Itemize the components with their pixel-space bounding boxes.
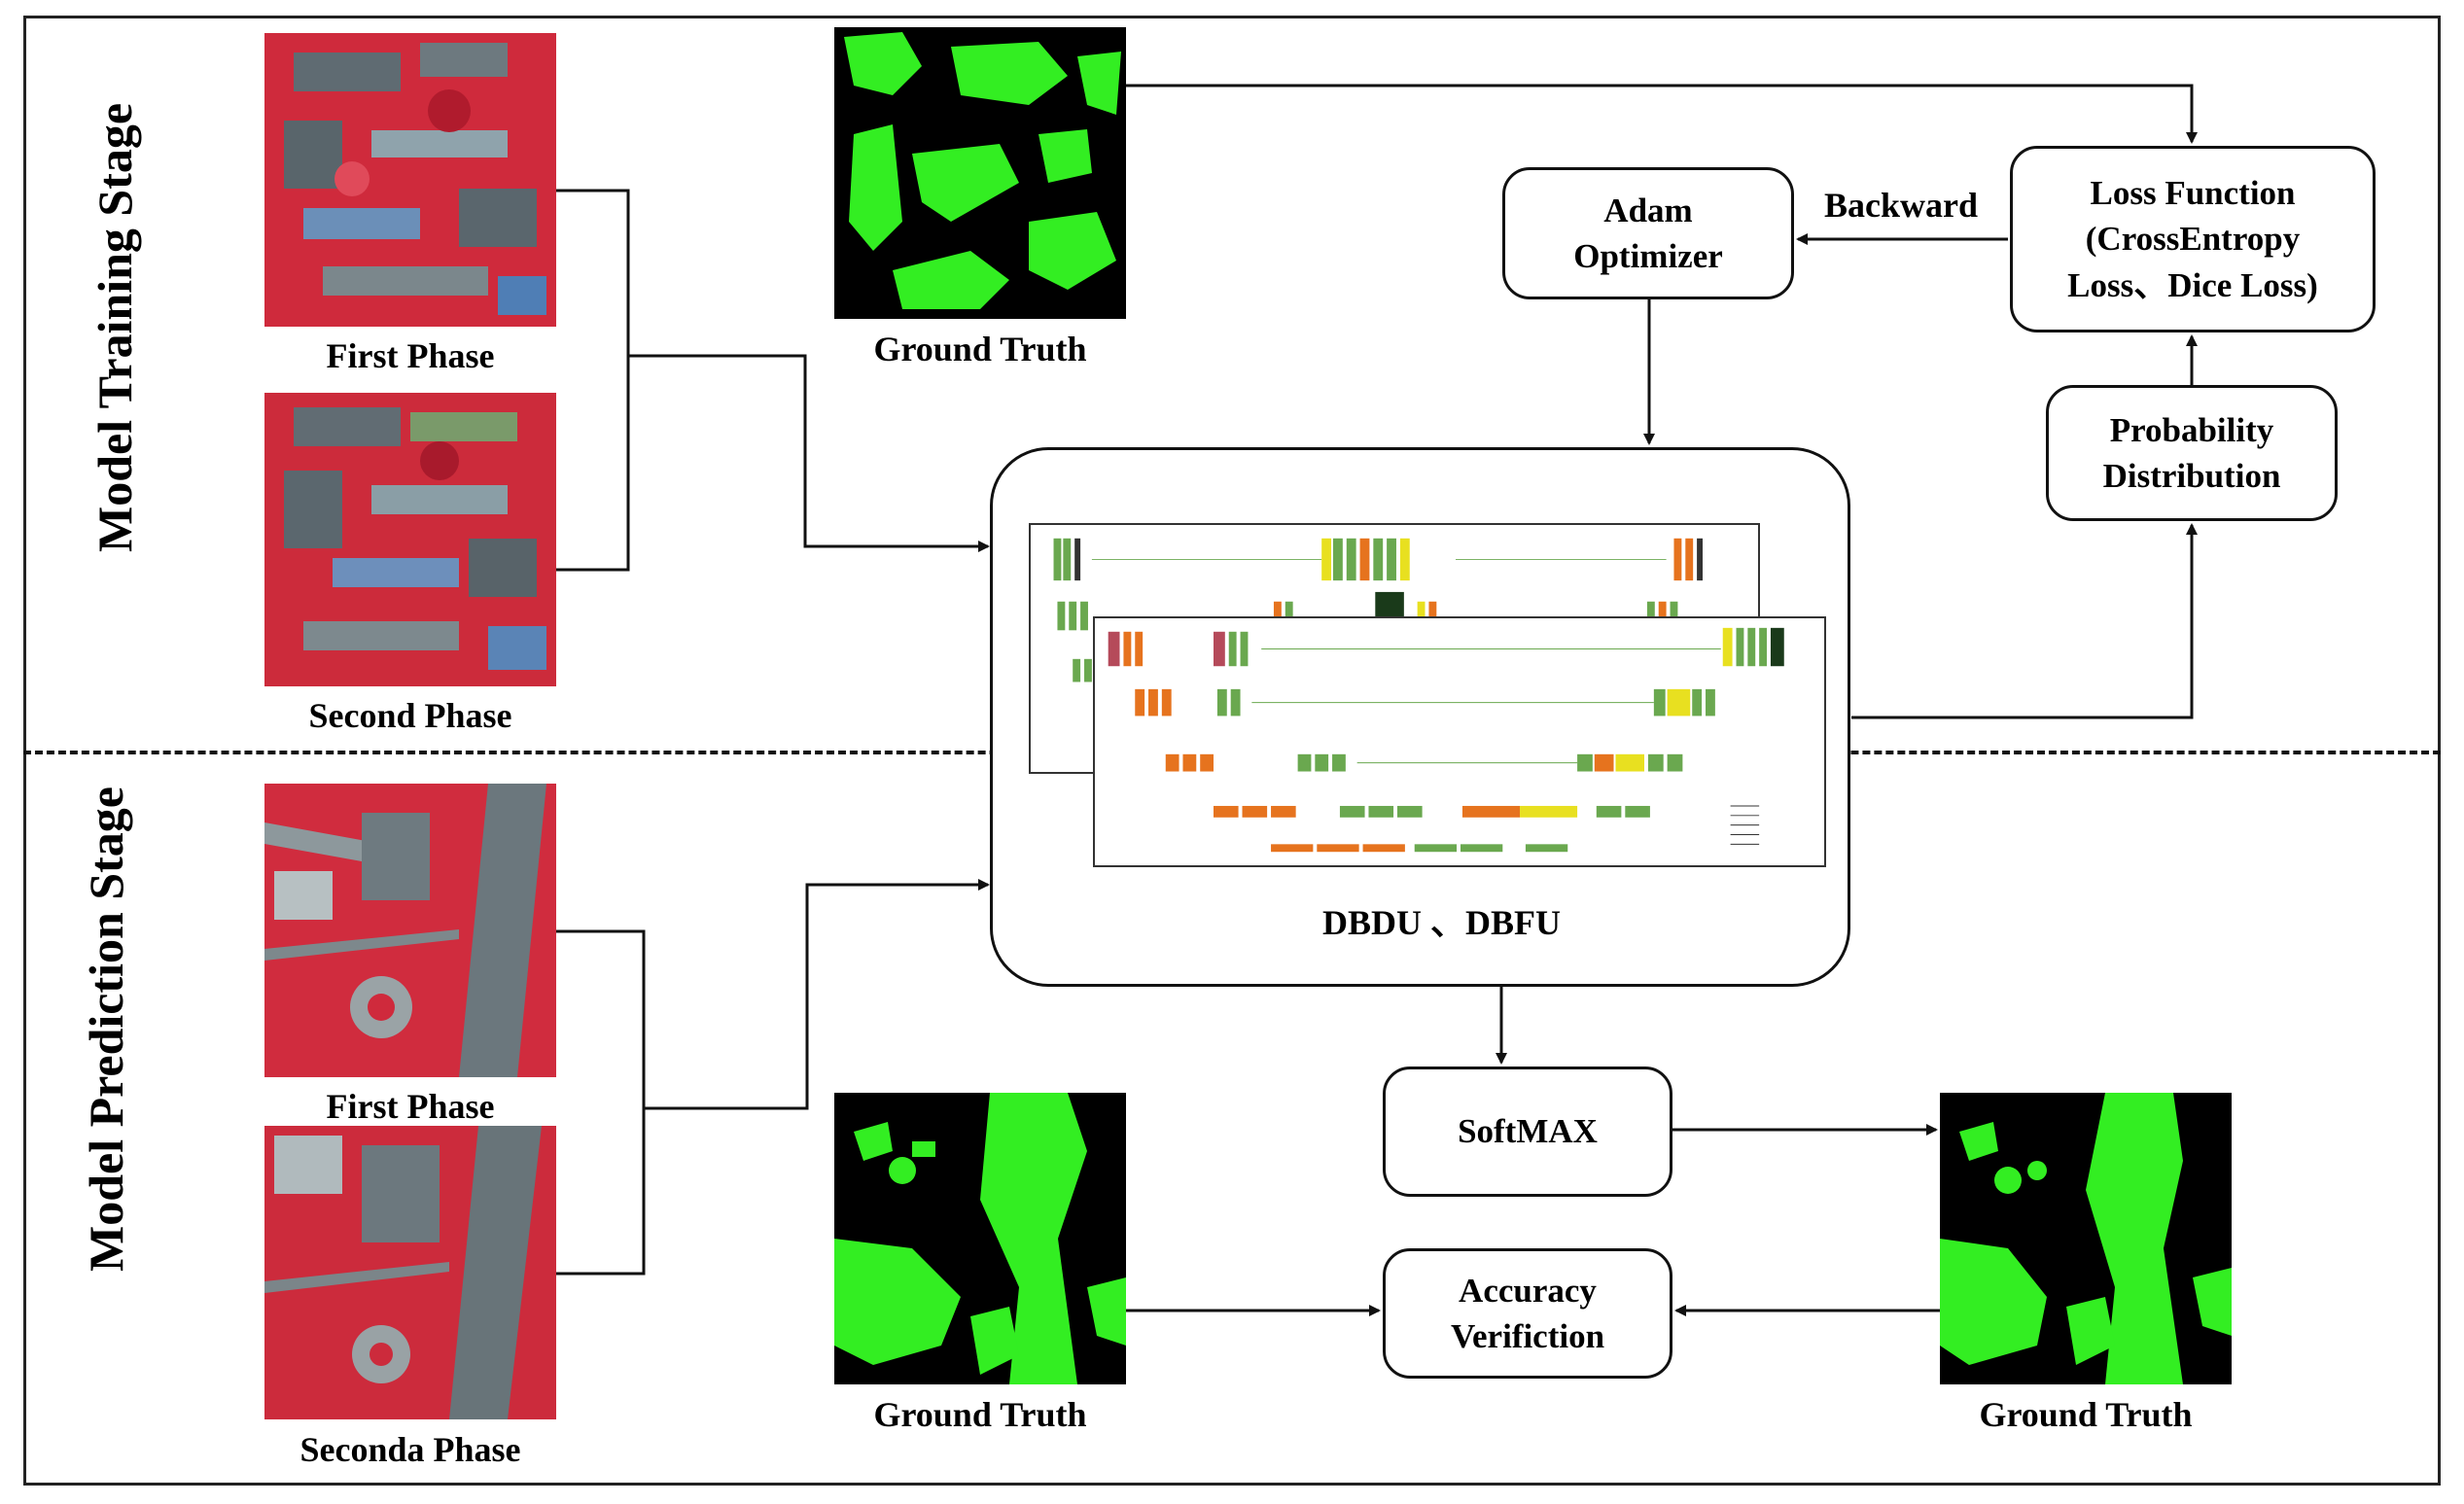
prediction-ground-truth-left-image (834, 1093, 1126, 1384)
training-ground-truth-image (834, 27, 1126, 319)
prediction-ground-truth-right-image (1940, 1093, 2232, 1384)
adam-line-2: Optimizer (1573, 237, 1723, 275)
prediction-second-phase-caption: Seconda Phase (299, 1430, 521, 1469)
probability-line-1: Probability (2109, 410, 2274, 449)
accuracy-line-1: Accuracy (1459, 1271, 1597, 1310)
adam-line-1: Adam (1603, 191, 1693, 229)
adam-optimizer-box: Adam Optimizer (1502, 167, 1794, 299)
loss-function-box: Loss Function (CrossEntropy Loss、Dice Lo… (2010, 146, 2376, 332)
network-architecture-front (1093, 616, 1826, 867)
training-second-phase-image (264, 393, 556, 686)
accuracy-line-2: Verifiction (1450, 1317, 1605, 1355)
prediction-first-phase-caption: First Phase (326, 1087, 495, 1126)
loss-line-1: Loss Function (2090, 174, 2296, 213)
prediction-ground-truth-right-caption: Ground Truth (1979, 1395, 2193, 1434)
softmax-box: SoftMAX (1383, 1067, 1672, 1197)
prediction-first-phase-image (264, 784, 556, 1077)
loss-line-3: Loss、Dice Loss) (2067, 265, 2318, 304)
softmax-label: SoftMAX (1458, 1112, 1598, 1151)
backward-label: Backward (1823, 186, 1978, 225)
accuracy-verification-box: Accuracy Verifiction (1383, 1248, 1672, 1379)
network-title: DBDU 、DBFU (1322, 903, 1562, 942)
prediction-ground-truth-left-caption: Ground Truth (873, 1395, 1087, 1434)
prediction-second-phase-image (264, 1126, 556, 1419)
loss-line-2: (CrossEntropy (2085, 220, 2301, 259)
training-second-phase-caption: Second Phase (308, 696, 512, 735)
probability-distribution-box: Probability Distribution (2046, 385, 2338, 521)
training-first-phase-image (264, 33, 556, 327)
training-first-phase-caption: First Phase (326, 336, 495, 375)
probability-line-2: Distribution (2102, 457, 2281, 495)
training-stage-label: Model Training Stage (88, 102, 142, 552)
training-ground-truth-caption: Ground Truth (873, 330, 1087, 368)
prediction-stage-label: Model Prediction Stage (79, 787, 133, 1272)
